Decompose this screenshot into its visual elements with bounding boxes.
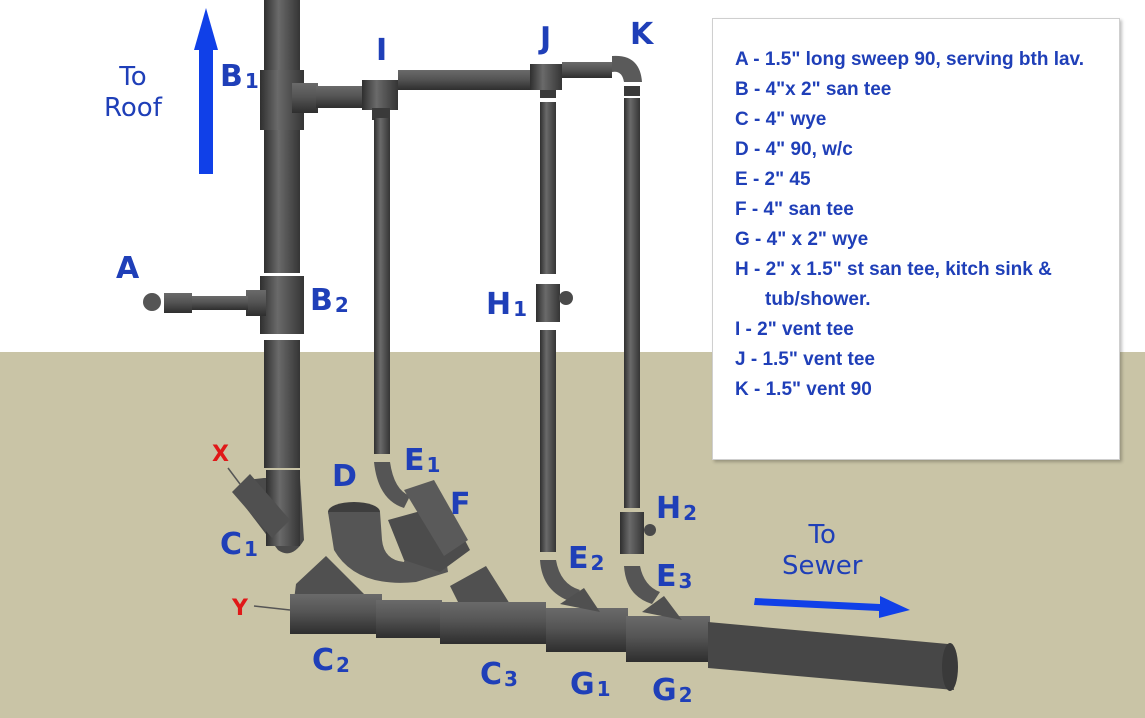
fitting-c1	[232, 470, 304, 554]
arrow-up-to-roof	[194, 8, 218, 174]
building-drain	[290, 556, 958, 691]
label-x: X	[212, 442, 229, 467]
label-i: I	[376, 33, 388, 68]
vent-horizontal	[316, 55, 642, 110]
legend-item-h: H - 2" x 1.5" st san tee, kitch sink & t…	[735, 259, 1052, 310]
legend-item-c: C - 4" wye	[735, 109, 827, 130]
label-f: F	[450, 487, 471, 522]
drop-j	[536, 90, 580, 602]
legend-list: A - 1.5" long sweep 90, serving bth lav.…	[713, 19, 1119, 405]
legend-item-d: D - 4" 90, w/c	[735, 139, 853, 160]
legend-item-a: A - 1.5" long sweep 90, serving bth lav.	[735, 49, 1084, 70]
label-k: K	[630, 17, 654, 52]
legend-item-i: I - 2" vent tee	[735, 319, 854, 340]
fitting-b1	[260, 70, 318, 130]
arrow-right-to-sewer	[754, 596, 910, 618]
label-y: Y	[232, 596, 248, 621]
to-sewer-label: To Sewer	[782, 520, 862, 582]
fitting-b2	[143, 276, 304, 334]
to-roof-line2: Roof	[104, 93, 162, 124]
legend-box: A - 1.5" long sweep 90, serving bth lav.…	[712, 18, 1120, 460]
to-roof-label: To Roof	[104, 62, 162, 124]
main-stack	[264, 0, 300, 476]
label-a: A	[116, 251, 140, 286]
drop-k	[620, 86, 660, 604]
label-j: J	[540, 21, 552, 56]
legend-item-g: G - 4" x 2" wye	[735, 229, 869, 250]
legend-item-k: K - 1.5" vent 90	[735, 379, 872, 400]
legend-item-e: E - 2" 45	[735, 169, 811, 190]
to-sewer-line1: To	[808, 520, 836, 550]
leader-x	[227, 467, 241, 485]
leader-y	[253, 605, 291, 611]
label-d: D	[332, 459, 357, 494]
legend-item-b: B - 4"x 2" san tee	[735, 79, 892, 100]
legend-item-j: J - 1.5" vent tee	[735, 349, 875, 370]
to-sewer-line2: Sewer	[782, 551, 863, 582]
fitting-d-f	[328, 480, 470, 583]
legend-item-f: F - 4" san tee	[735, 199, 854, 220]
drop-i	[372, 108, 410, 508]
to-roof-line1: To	[119, 62, 147, 92]
